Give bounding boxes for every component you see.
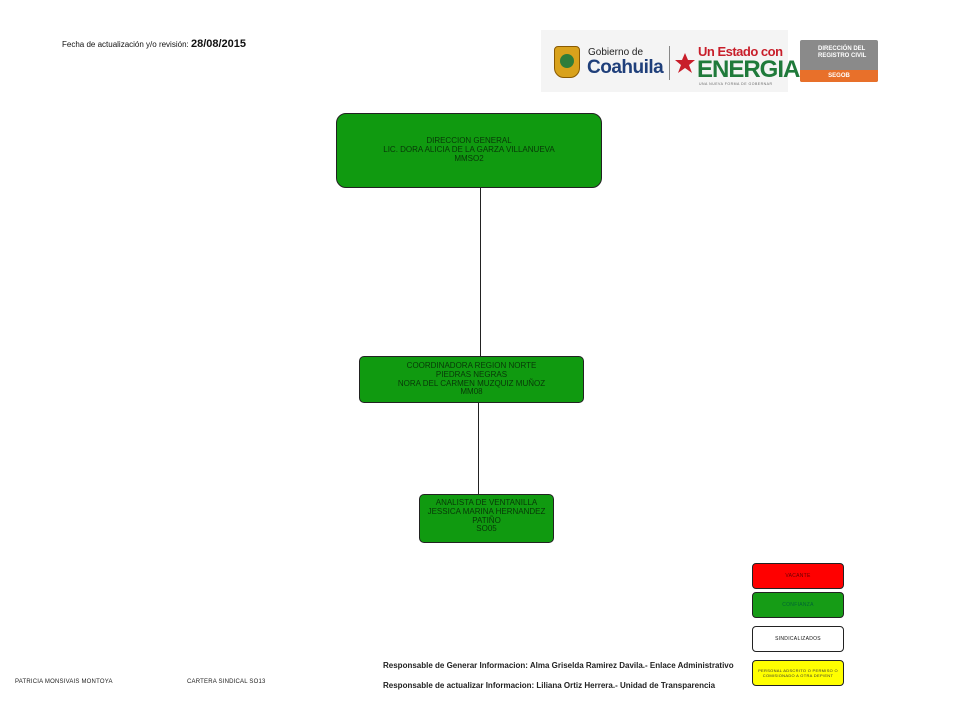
node-line: ANALISTA DE VENTANILLA bbox=[435, 498, 538, 507]
node-line: JESSICA MARINA HERNANDEZ bbox=[427, 506, 546, 516]
responsable-actualizar: Responsable de actualizar Informacion: L… bbox=[383, 681, 716, 690]
energia-tagline: UNA NUEVA FORMA DE GOBERNAR bbox=[699, 82, 773, 86]
registro-civil-badge: DIRECCIÓN DEL REGISTRO CIVIL SEGOB bbox=[800, 40, 878, 82]
legend-sindicalizados: SINDICALIZADOS bbox=[752, 626, 844, 652]
footer-name: PATRICIA MONSIVAIS MONTOYA bbox=[15, 679, 113, 685]
node-line: MMSO2 bbox=[454, 153, 484, 163]
gobierno-big-text: Coahuila bbox=[587, 57, 664, 78]
logo-band bbox=[541, 30, 788, 92]
node-line: NORA DEL CARMEN MUZQUIZ MUÑOZ bbox=[397, 378, 546, 388]
revision-line: Fecha de actualización y/o revisión: 28/… bbox=[62, 38, 246, 50]
registro-org: SEGOB bbox=[800, 70, 878, 82]
revision-label: Fecha de actualización y/o revisión: bbox=[62, 40, 189, 49]
node-coordinadora-region-norte[interactable]: COORDINADORA REGION NORTE PIEDRAS NEGRAS… bbox=[359, 356, 584, 403]
energia-small-text: Un Estado con bbox=[698, 44, 783, 59]
energia-big-text: ENERGIA bbox=[697, 56, 800, 83]
node-direccion-general[interactable]: DIRECCION GENERAL LIC. DORA ALICIA DE LA… bbox=[336, 113, 602, 188]
energia-star-icon bbox=[675, 53, 695, 73]
logo-separator bbox=[669, 46, 670, 80]
node-line: MM08 bbox=[460, 387, 483, 397]
node-line: LIC. DORA ALICIA DE LA GARZA VILLANUEVA bbox=[383, 144, 555, 154]
legend-vacante: VACANTE bbox=[752, 563, 844, 589]
node-line: PATIÑO bbox=[472, 515, 501, 525]
revision-date: 28/08/2015 bbox=[190, 38, 247, 50]
legend-confianza: CONFIANZA bbox=[752, 592, 844, 618]
responsable-generar: Responsable de Generar Informacion: Alma… bbox=[383, 661, 734, 670]
coahuila-seal-icon bbox=[554, 46, 580, 78]
node-line: SO05 bbox=[476, 524, 497, 534]
connector-line bbox=[478, 403, 479, 494]
connector-line bbox=[480, 188, 481, 356]
node-line: PIEDRAS NEGRAS bbox=[435, 369, 508, 379]
registro-line2: REGISTRO CIVIL bbox=[818, 53, 867, 59]
footer-cartera: CARTERA SINDICAL SO13 bbox=[187, 679, 266, 685]
registro-line1: DIRECCIÓN DEL bbox=[818, 46, 866, 52]
registro-badge-text: DIRECCIÓN DEL REGISTRO CIVIL bbox=[818, 46, 866, 60]
gobierno-small-text: Gobierno de bbox=[588, 47, 644, 58]
node-line: COORDINADORA REGION NORTE bbox=[406, 361, 537, 370]
node-analista-ventanilla[interactable]: ANALISTA DE VENTANILLA JESSICA MARINA HE… bbox=[419, 494, 554, 543]
legend-comisionado: PERSONAL ADSCRITO O PERMISO O COMISIONAD… bbox=[752, 660, 844, 686]
node-line: DIRECCION GENERAL bbox=[426, 136, 512, 145]
